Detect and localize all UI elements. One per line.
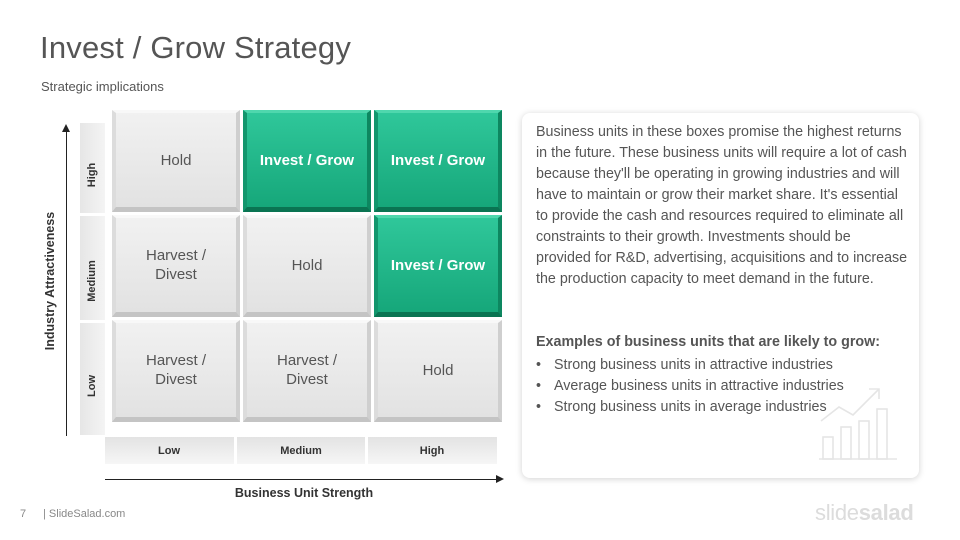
x-axis-arrow (496, 475, 504, 483)
list-item: •Strong business units in average indust… (536, 399, 827, 415)
examples-list: •Strong business units in attractive ind… (536, 355, 844, 418)
matrix-cell-low-medium: Harvest / Divest (243, 320, 371, 422)
slidesalad-logo: slidesalad (815, 500, 914, 525)
column-label-strip-high (368, 437, 497, 464)
x-axis-title: Business Unit Strength (234, 486, 374, 500)
row-label-high: High (86, 162, 98, 188)
description-text: Business units in these boxes promise th… (536, 124, 908, 287)
growth-chart-icon (819, 388, 897, 460)
row-label-medium: Medium (86, 260, 98, 302)
matrix-cell-medium-high: Invest / Grow (374, 215, 502, 317)
matrix-cell-low-low: Harvest / Divest (112, 320, 240, 422)
row-label-strip-high (80, 123, 105, 213)
matrix-cell-medium-medium: Hold (243, 215, 371, 317)
matrix-cell-low-high: Hold (374, 320, 502, 422)
column-label-strip-low (105, 437, 234, 464)
y-axis-arrow (62, 124, 70, 132)
y-axis-title: Industry Attractiveness (43, 211, 57, 351)
matrix-cell-high-medium: Invest / Grow (243, 110, 371, 212)
slide-title: Invest / Grow Strategy (40, 30, 352, 65)
column-label-medium: Medium (280, 445, 322, 457)
column-label-low: Low (158, 445, 180, 457)
page-number: 7 (20, 508, 27, 520)
description-panel: Business units in these boxes promise th… (522, 113, 919, 478)
row-label-strip-medium (80, 216, 105, 320)
slide-subtitle: Strategic implications (41, 79, 164, 94)
matrix-cell-high-low: Hold (112, 110, 240, 212)
x-axis-line (105, 479, 497, 480)
examples-heading: Examples of business units that are like… (536, 334, 881, 350)
matrix-cell-medium-low: Harvest / Divest (112, 215, 240, 317)
matrix-cell-high-high: Invest / Grow (374, 110, 502, 212)
column-label-strip-medium (237, 437, 365, 464)
column-label-high: High (419, 445, 445, 457)
row-label-strip-low (80, 323, 105, 435)
y-axis-line (66, 130, 67, 436)
list-item: •Average business units in attractive in… (536, 378, 844, 394)
footer-brand: | SlideSalad.com (43, 508, 126, 520)
list-item: •Strong business units in attractive ind… (536, 357, 833, 373)
row-label-low: Low (86, 375, 98, 397)
